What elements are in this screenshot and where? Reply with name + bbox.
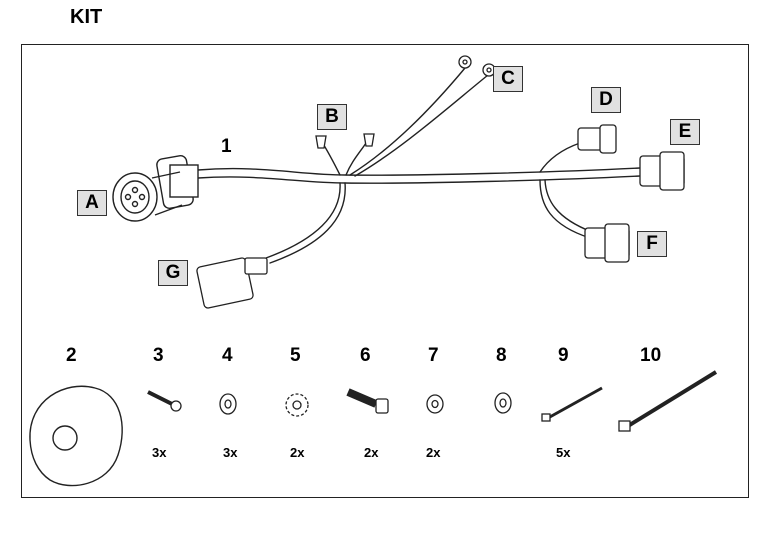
- part-4-nut-icon: [219, 393, 237, 415]
- part-qty-9: 5x: [556, 445, 571, 460]
- part-number-5: 5: [290, 345, 301, 366]
- part-qty-7: 2x: [426, 445, 441, 460]
- part-number-8: 8: [496, 345, 507, 366]
- cable-branch-f: [539, 179, 591, 239]
- part-7-washer-icon: [426, 394, 444, 414]
- tag-g: G: [158, 260, 188, 286]
- part-10-cable-tie-icon: [618, 370, 718, 432]
- part-qty-6: 2x: [364, 445, 379, 460]
- tag-f: F: [637, 231, 667, 257]
- kit-title: KIT: [70, 6, 103, 28]
- tag-c: C: [493, 66, 523, 92]
- tag-e: E: [670, 119, 700, 145]
- cable-branch-g: [269, 182, 346, 264]
- part-2-socket-icon: [29, 385, 123, 487]
- connector-f: [584, 223, 630, 263]
- part-number-9: 9: [558, 345, 569, 366]
- part-number-10: 10: [640, 345, 662, 366]
- part-qty-5: 2x: [290, 445, 305, 460]
- part-number-7: 7: [428, 345, 439, 366]
- connector-d: [577, 124, 617, 154]
- cable-branch-d: [539, 142, 581, 173]
- part-qty-4: 3x: [223, 445, 238, 460]
- connector-c: [458, 55, 496, 77]
- tag-b: B: [317, 104, 347, 130]
- part-number-2: 2: [66, 345, 77, 366]
- part-8-nut-icon: [494, 392, 512, 414]
- part-number-3: 3: [153, 345, 164, 366]
- part-5-washer-icon: [285, 393, 309, 417]
- part-qty-3: 3x: [152, 445, 167, 460]
- part-number-4: 4: [222, 345, 233, 366]
- diagram-frame: [21, 44, 749, 498]
- tag-d: D: [591, 87, 621, 113]
- connector-a: [112, 155, 199, 222]
- connector-b: [315, 133, 375, 149]
- harness-number: 1: [221, 136, 232, 157]
- main-cable: [197, 167, 641, 176]
- tag-a: A: [77, 190, 107, 216]
- part-9-cable-tie-icon: [541, 386, 603, 422]
- part-3-screw-icon: [147, 390, 182, 412]
- part-number-6: 6: [360, 345, 371, 366]
- cable-branch-c: [349, 67, 466, 176]
- connector-e: [639, 151, 685, 191]
- connector-g: [196, 257, 268, 309]
- part-6-bolt-icon: [346, 388, 389, 414]
